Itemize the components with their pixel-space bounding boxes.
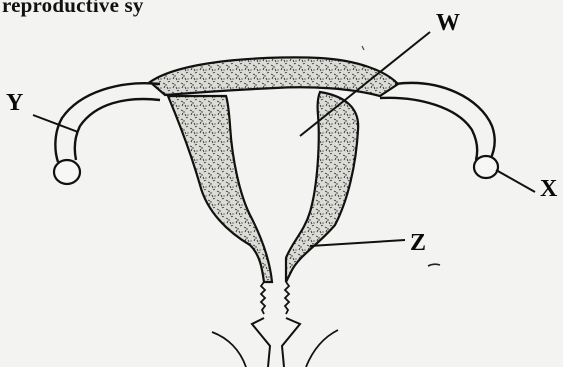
label-y: Y [6,90,23,116]
vagina-outline [252,318,300,367]
fundus-wall [150,57,398,96]
fallopian-tube-right [380,83,495,160]
stray-mark [428,264,440,266]
right-uterine-wall [286,92,358,282]
left-uterine-wall [168,96,272,282]
leader-line-x [496,170,535,192]
ovary-left [54,160,80,184]
label-w: W [436,10,460,36]
fallopian-tube-left [55,83,160,162]
stray-mark-2 [362,46,364,50]
label-z: Z [410,230,426,256]
cervix-left-edge [261,282,265,314]
leader-line-y [33,115,78,132]
vulva-outline-left [212,332,246,367]
ovary-right [474,156,498,178]
label-x: X [540,176,558,202]
leader-line-z [310,240,405,246]
vulva-outline-right [306,330,338,367]
cervix-right-edge [285,282,289,314]
